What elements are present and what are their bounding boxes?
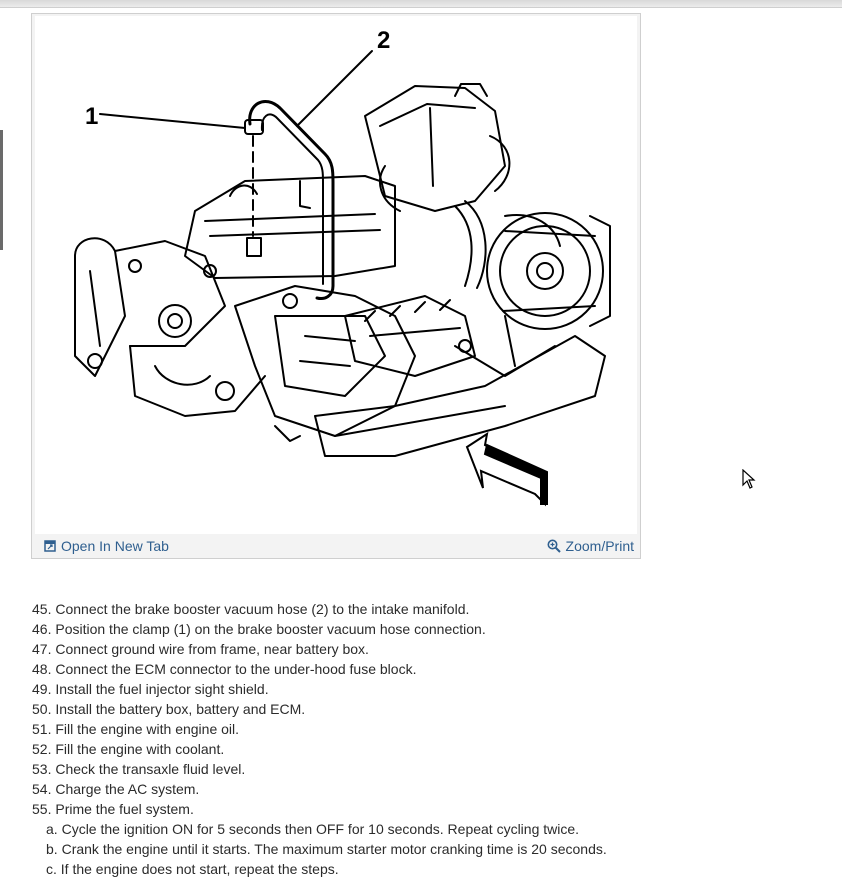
step-text: Prime the fuel system. [55,801,194,817]
callout-1-leader [99,113,246,129]
step-item: 47. Connect ground wire from frame, near… [32,639,822,659]
zoom-print-label: Zoom/Print [565,538,634,554]
substep-letter: c. [46,861,57,877]
open-new-tab-icon [44,540,56,552]
step-number: 49. [32,681,52,697]
step-number: 54. [32,781,52,797]
step-number: 48. [32,661,52,677]
substep-item: c. If the engine does not start, repeat … [32,859,822,879]
step-text: Charge the AC system. [55,781,200,797]
step-number: 51. [32,721,52,737]
step-text: Position the clamp (1) on the brake boos… [55,621,486,637]
window-left-edge [0,130,3,250]
step-text: Install the fuel injector sight shield. [55,681,269,697]
zoom-print-link[interactable]: Zoom/Print [547,538,634,554]
figure-footer: Open In New Tab Zoom/Print [32,536,640,558]
engine-diagram-image[interactable]: 1 2 [35,16,637,534]
figure-container: 1 2 Open In New Tab Zoom/ [31,13,641,559]
substep-text: If the engine does not start, repeat the… [60,861,339,877]
callout-2-leader [296,50,373,127]
step-number: 53. [32,761,52,777]
step-item: 48. Connect the ECM connector to the und… [32,659,822,679]
substep-text: Crank the engine until it starts. The ma… [61,841,607,857]
callout-1-label: 1 [85,103,98,130]
mouse-pointer-icon [742,468,756,494]
substep-letter: b. [46,841,58,857]
step-item: 55. Prime the fuel system. [32,799,822,819]
step-item: 54. Charge the AC system. [32,779,822,799]
substep-item: a. Cycle the ignition ON for 5 seconds t… [32,819,822,839]
step-text: Connect ground wire from frame, near bat… [55,641,369,657]
step-item: 51. Fill the engine with engine oil. [32,719,822,739]
step-item: 50. Install the battery box, battery and… [32,699,822,719]
zoom-magnifier-icon [547,539,561,553]
step-text: Connect the brake booster vacuum hose (2… [55,601,470,617]
step-number: 46. [32,621,52,637]
procedure-steps: 45. Connect the brake booster vacuum hos… [32,599,822,879]
step-item: 52. Fill the engine with coolant. [32,739,822,759]
browser-top-edge [0,0,842,8]
open-new-tab-link[interactable]: Open In New Tab [44,538,169,554]
step-text: Connect the ECM connector to the under-h… [55,661,417,677]
step-item: 46. Position the clamp (1) on the brake … [32,619,822,639]
step-text: Fill the engine with engine oil. [55,721,240,737]
front-direction-arrow [465,431,548,507]
callout-2-label: 2 [377,27,390,54]
step-number: 55. [32,801,52,817]
step-number: 47. [32,641,52,657]
step-number: 45. [32,601,52,617]
substep-letter: a. [46,821,58,837]
step-text: Fill the engine with coolant. [55,741,225,757]
step-text: Install the battery box, battery and ECM… [55,701,306,717]
step-item: 53. Check the transaxle fluid level. [32,759,822,779]
substep-text: Cycle the ignition ON for 5 seconds then… [61,821,580,837]
step-text: Check the transaxle fluid level. [55,761,246,777]
step-item: 49. Install the fuel injector sight shie… [32,679,822,699]
engine-line-art: 1 2 [74,27,611,507]
open-new-tab-label: Open In New Tab [61,538,169,554]
step-number: 50. [32,701,52,717]
step-item: 45. Connect the brake booster vacuum hos… [32,599,822,619]
step-number: 52. [32,741,52,757]
substep-item: b. Crank the engine until it starts. The… [32,839,822,859]
